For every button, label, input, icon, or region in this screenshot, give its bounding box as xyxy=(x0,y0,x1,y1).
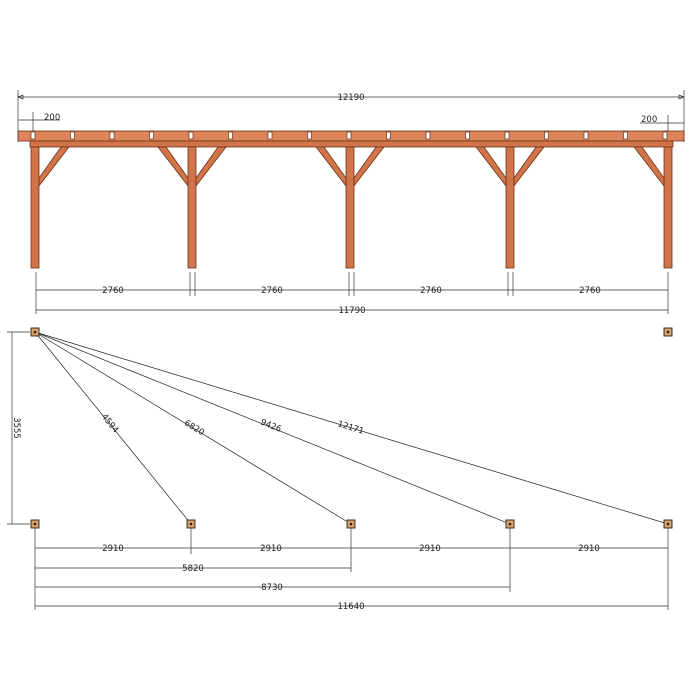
elevation-post xyxy=(30,146,40,269)
purlin-mark xyxy=(109,131,115,140)
brace xyxy=(353,146,385,188)
diagonal-label-3: 9426 xyxy=(259,417,283,434)
cumulative-3: 11640 xyxy=(337,602,364,612)
elevation-post xyxy=(187,146,197,269)
purlin-mark xyxy=(307,131,312,140)
post-spacing-4: 2910 xyxy=(578,544,600,554)
brace xyxy=(315,146,347,188)
post-center xyxy=(508,522,512,526)
depth-dimension: 3555 xyxy=(7,331,30,525)
purlin-mark xyxy=(386,131,391,140)
purlin-mark xyxy=(267,131,273,140)
post-span-label: 11790 xyxy=(338,306,365,316)
post-center xyxy=(33,522,37,526)
purlin-mark xyxy=(228,131,233,140)
post-center xyxy=(666,522,670,526)
post-spacing-3: 2910 xyxy=(419,544,441,554)
purlin-mark xyxy=(583,131,589,140)
elevation-post xyxy=(505,146,515,269)
overall-width-label: 12190 xyxy=(337,93,364,103)
elevation-post xyxy=(663,146,673,269)
purlin-mark xyxy=(149,131,154,140)
diagonal-label-4: 12171 xyxy=(336,419,365,436)
purlin-mark xyxy=(70,131,75,140)
brace xyxy=(38,146,70,188)
cumulative-dimensions: 5820 8730 11640 xyxy=(35,564,668,612)
elevation-view: 12190 200 200 xyxy=(17,90,685,316)
post-center xyxy=(666,330,670,334)
bay-spacing-2: 2760 xyxy=(261,286,283,296)
post-center xyxy=(349,522,353,526)
purlin-mark xyxy=(623,131,628,140)
brace xyxy=(633,146,665,188)
roof-beam xyxy=(17,130,685,148)
post-center xyxy=(189,522,193,526)
purlin-mark xyxy=(504,131,510,140)
purlin-mark xyxy=(544,131,549,140)
overhang-left-label: 200 xyxy=(44,113,60,123)
post-spacing-2: 2910 xyxy=(260,544,282,554)
post-span-dimension: 11790 xyxy=(36,306,668,316)
overhang-right-label: 200 xyxy=(641,115,657,125)
purlin-mark xyxy=(188,131,194,140)
brace xyxy=(157,146,189,188)
elevation-posts xyxy=(30,146,673,269)
plan-posts xyxy=(30,327,673,529)
bay-spacing-dimensions: 2760 2760 2760 2760 xyxy=(35,272,669,314)
plan-view: 3555 4594 6820 9426 12171 2910 2910 2910 xyxy=(7,327,673,612)
elevation-post xyxy=(345,146,355,269)
bay-spacing-4: 2760 xyxy=(579,286,601,296)
brace xyxy=(513,146,545,188)
depth-label: 3555 xyxy=(11,417,21,439)
cumulative-1: 5820 xyxy=(182,564,204,574)
brace xyxy=(195,146,227,188)
diagonal-label-1: 4594 xyxy=(99,412,120,435)
purlin-mark xyxy=(425,131,431,140)
post-center xyxy=(33,330,37,334)
diagonal-label-2: 6820 xyxy=(182,418,206,438)
cumulative-2: 8730 xyxy=(261,583,283,593)
purlin-marks xyxy=(30,131,668,140)
purlin-mark xyxy=(346,131,352,140)
brace xyxy=(475,146,507,188)
diagonal-lines: 4594 6820 9426 12171 xyxy=(34,331,669,525)
post-spacing-1: 2910 xyxy=(102,544,124,554)
purlin-mark xyxy=(662,131,668,140)
bay-spacing-3: 2760 xyxy=(420,286,442,296)
post-spacing-dimensions: 2910 2910 2910 2910 xyxy=(34,528,669,610)
bay-spacing-1: 2760 xyxy=(102,286,124,296)
purlin-mark xyxy=(30,131,36,140)
purlin-mark xyxy=(465,131,470,140)
